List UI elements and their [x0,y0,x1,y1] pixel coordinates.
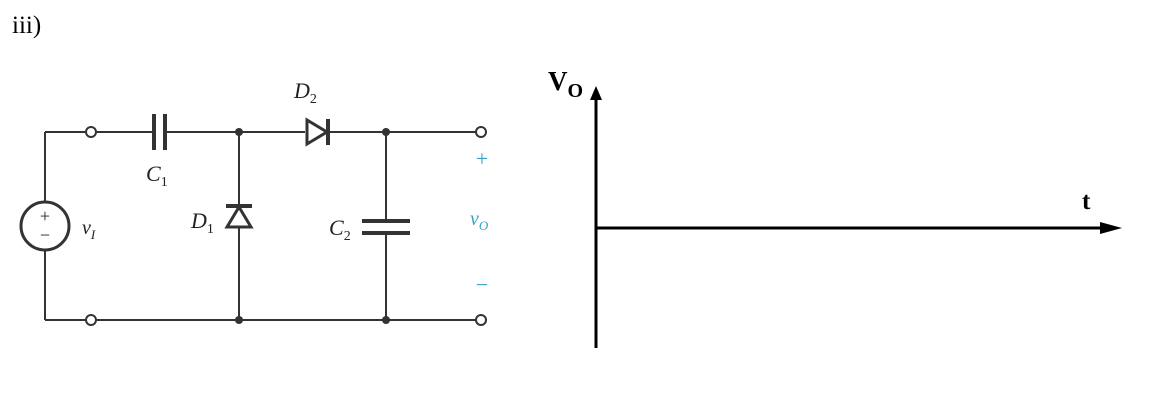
junction-c2-bottom [382,316,390,324]
question-label: iii) [12,12,41,39]
output-voltage-label: vO [470,208,489,233]
output-plus-sign: + [476,146,488,171]
d2-triangle [305,117,330,147]
y-axis-label: VO [548,66,583,102]
c2-label: C2 [329,215,351,244]
y-axis-arrow [590,86,602,100]
junction-d1-top [235,128,243,136]
c1-label: C1 [146,161,168,190]
output-graph [590,86,1122,348]
output-terminal-top [475,126,487,138]
junction-d1-bottom [235,316,243,324]
output-terminal-bottom [475,314,487,326]
circuit-diagram [19,114,487,326]
source-label: vI [82,217,96,242]
junction-c2-top [382,128,390,136]
input-terminal-top [85,126,97,138]
voltage-source-icon [19,200,71,252]
x-axis-arrow [1100,222,1122,234]
source-minus-sign: − [40,225,50,245]
input-terminal-bottom [85,314,97,326]
d2-label: D2 [293,78,317,107]
d1-label: D1 [190,208,214,237]
x-axis-label: t [1082,188,1091,215]
source-plus-sign: + [40,206,50,226]
output-minus-sign: − [476,272,488,297]
d1-triangle [224,204,254,229]
